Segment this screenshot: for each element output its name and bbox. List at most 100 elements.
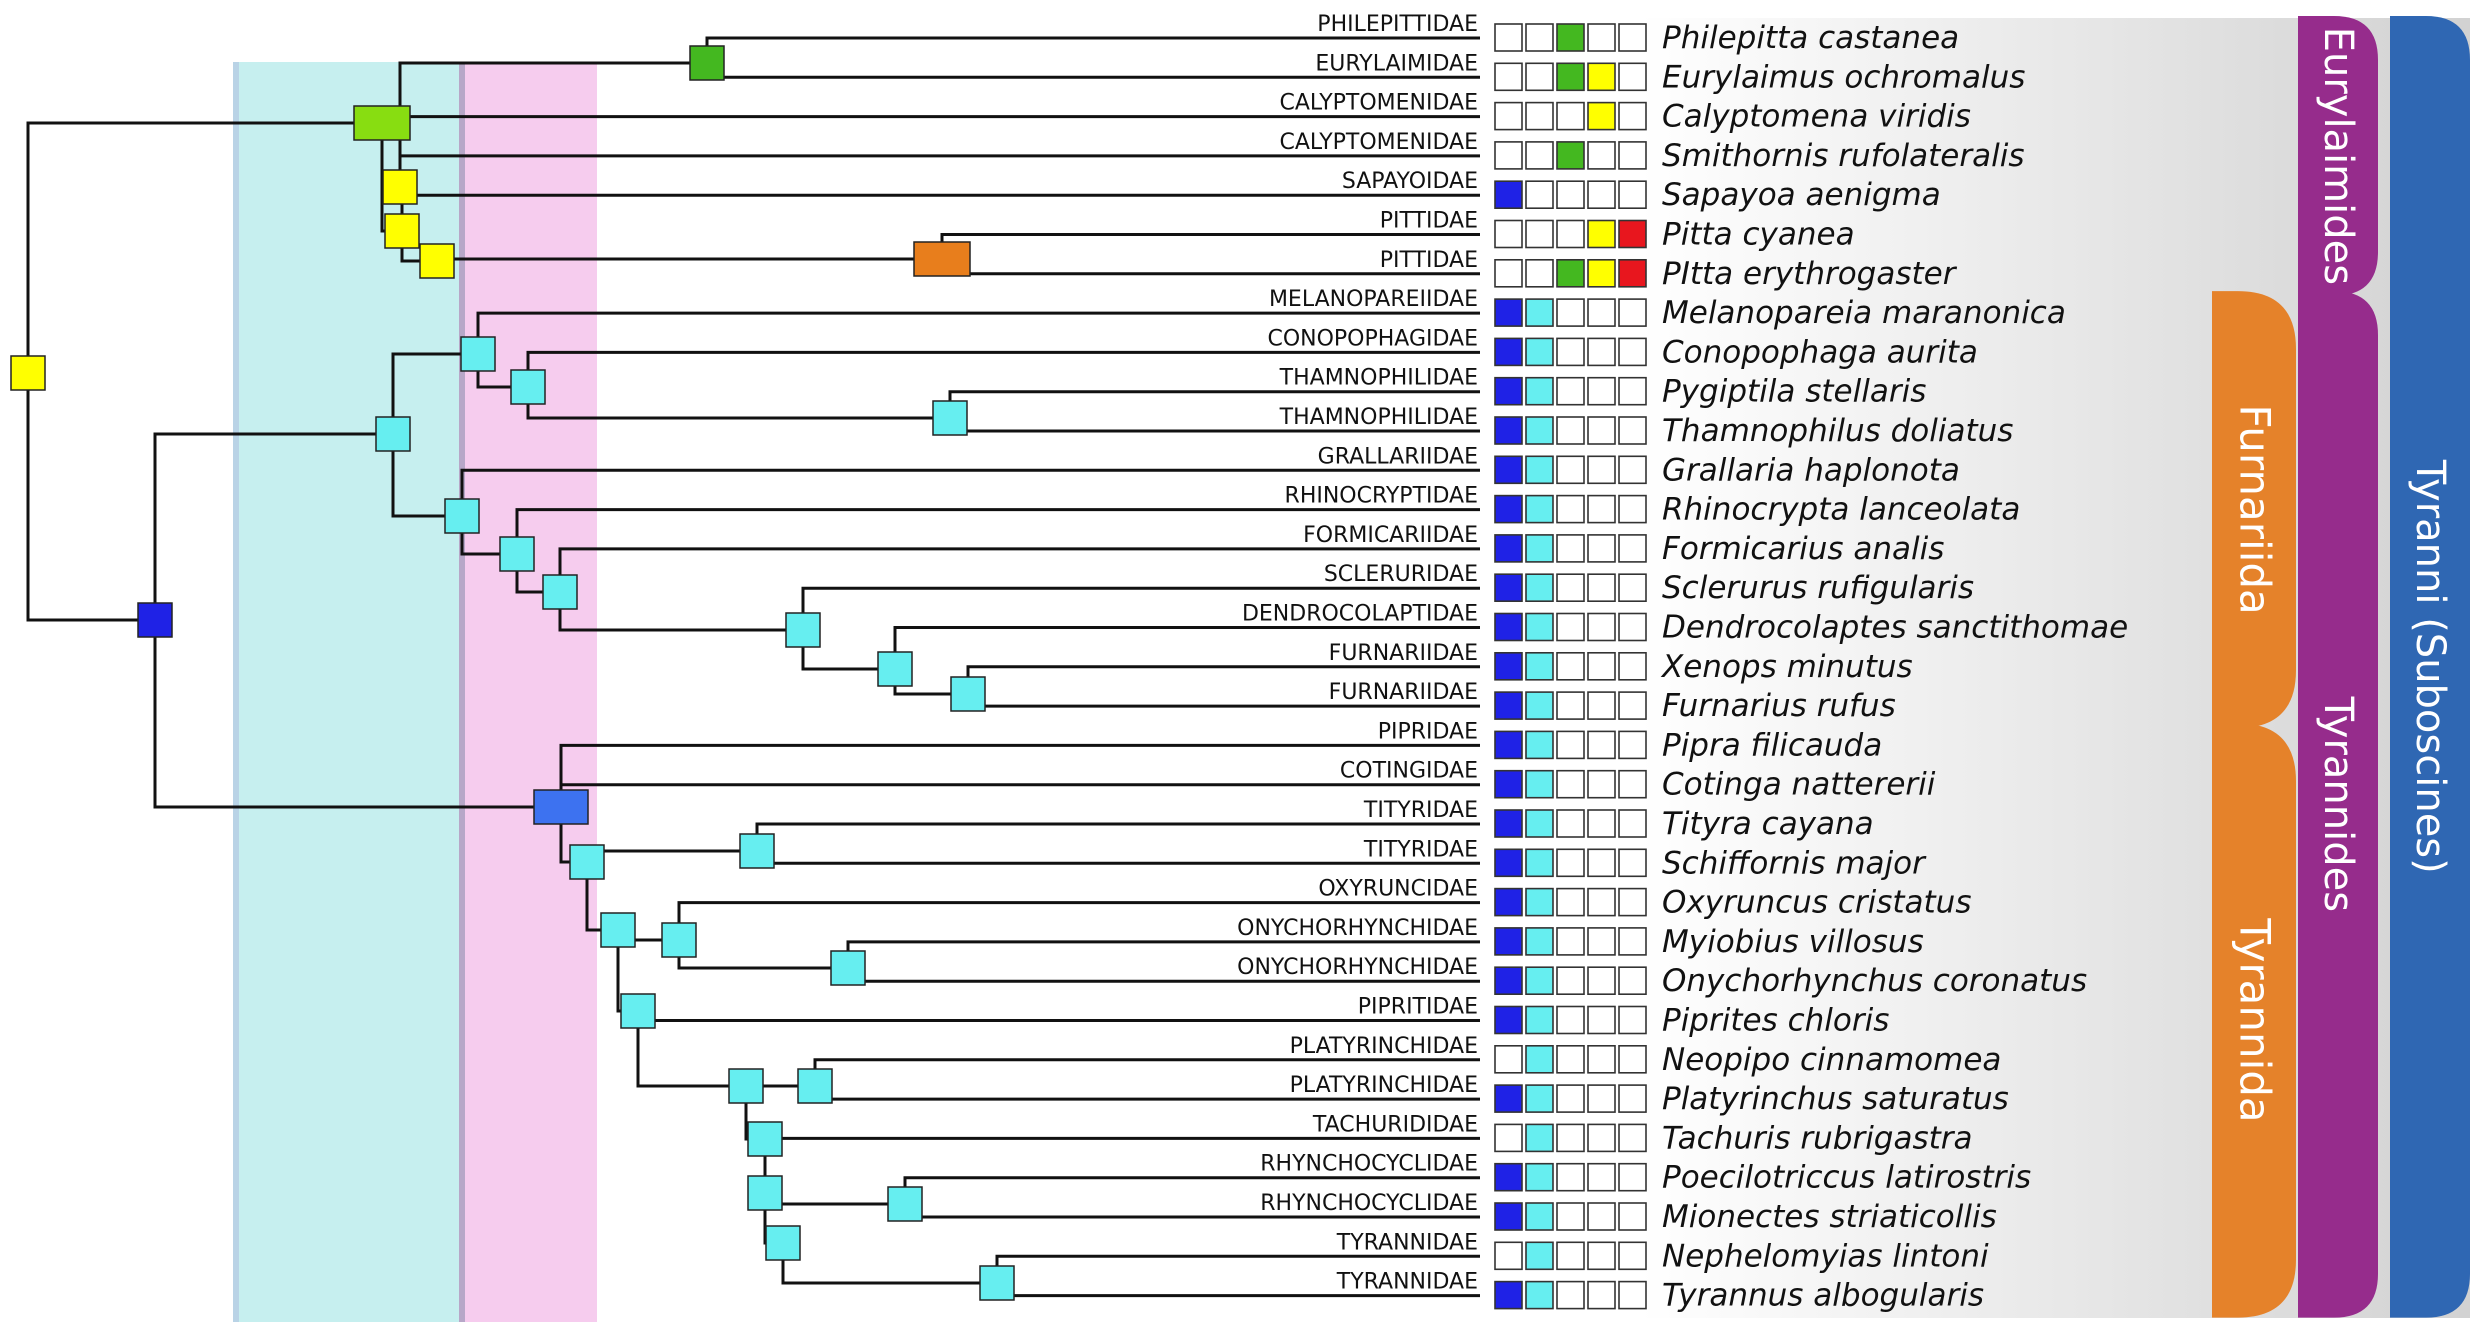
node-X-marker[interactable]	[830, 950, 866, 986]
species-label: Pipra filicauda	[1662, 727, 1882, 763]
character-state-box	[1556, 1202, 1585, 1231]
node-W-marker[interactable]	[620, 993, 656, 1029]
node-N-marker[interactable]	[499, 536, 535, 572]
node-R-marker[interactable]	[950, 676, 986, 712]
character-state-box	[1525, 101, 1554, 131]
character-state-box	[1494, 1280, 1523, 1310]
character-state-box	[1587, 258, 1616, 288]
species-label: Cotinga nattererii	[1662, 767, 1936, 803]
node-G-marker[interactable]	[913, 241, 971, 277]
clade-label: Tyrannides	[2315, 696, 2361, 913]
species-label: Philepitta castanea	[1662, 20, 1959, 56]
node-Y-marker[interactable]	[728, 1068, 764, 1104]
node-J-marker[interactable]	[460, 336, 496, 372]
family-label: PITTIDAE	[1380, 248, 1478, 273]
node-AB-marker[interactable]	[747, 1175, 783, 1211]
node-L-marker[interactable]	[510, 369, 546, 405]
node-AD-marker[interactable]	[765, 1225, 801, 1261]
node-S-marker[interactable]	[569, 844, 605, 880]
node-T-marker[interactable]	[739, 833, 775, 869]
node-Z-marker[interactable]	[797, 1068, 833, 1104]
node-A-marker[interactable]	[353, 105, 411, 141]
character-state-box	[1525, 534, 1554, 563]
character-state-box	[1618, 612, 1647, 642]
node-AE-marker[interactable]	[979, 1265, 1015, 1301]
family-label: DENDROCOLAPTIDAE	[1242, 602, 1478, 627]
character-state-box	[1556, 730, 1585, 760]
character-state-box	[1494, 337, 1523, 367]
character-state-box	[1587, 927, 1616, 956]
node-U-marker[interactable]	[600, 912, 636, 948]
node-P-marker[interactable]	[785, 612, 821, 648]
node-K-marker[interactable]	[444, 498, 480, 534]
node-Q-marker[interactable]	[877, 651, 913, 687]
clade-label: Furnariida	[2231, 404, 2280, 614]
node-E-marker[interactable]	[689, 45, 725, 81]
species-label: Myiobius villosus	[1662, 924, 1924, 960]
family-label: FURNARIIDAE	[1329, 641, 1478, 666]
character-state-box	[1494, 180, 1523, 209]
character-state-box	[1494, 416, 1523, 445]
family-label: PLATYRINCHIDAE	[1290, 1073, 1478, 1098]
character-state-box	[1618, 809, 1647, 838]
character-state-box	[1525, 1045, 1554, 1074]
node-AA-marker[interactable]	[747, 1121, 783, 1157]
character-state-box	[1587, 809, 1616, 838]
family-label: RHINOCRYPTIDAE	[1285, 484, 1478, 509]
character-state-box	[1587, 62, 1616, 92]
species-label: Tachuris rubrigastra	[1662, 1120, 1973, 1156]
character-state-box	[1494, 1084, 1523, 1113]
species-label: Pygiptila stellaris	[1662, 374, 1926, 410]
character-state-box	[1525, 62, 1554, 92]
taxon-row: PIPRIDAE Pipra filicauda	[1378, 719, 1883, 763]
family-label: PIPRIDAE	[1378, 719, 1478, 744]
node-I-marker[interactable]	[533, 789, 589, 825]
character-state-box	[1556, 337, 1585, 367]
node-M-marker[interactable]	[932, 400, 968, 436]
character-state-box	[1494, 141, 1523, 170]
character-state-box	[1525, 809, 1554, 838]
character-state-box	[1618, 848, 1647, 878]
node-C-marker[interactable]	[382, 169, 418, 205]
node-AC-marker[interactable]	[887, 1186, 923, 1222]
node-F-marker[interactable]	[419, 243, 455, 279]
character-state-box	[1618, 573, 1647, 603]
character-state-box	[1587, 1084, 1616, 1113]
node-V-marker[interactable]	[661, 922, 697, 958]
character-state-box	[1525, 494, 1554, 524]
family-label: TACHURIDIDAE	[1312, 1112, 1478, 1137]
node-B-marker[interactable]	[137, 602, 173, 638]
species-label: Schiffornis major	[1662, 845, 1927, 881]
character-state-box	[1587, 573, 1616, 603]
species-label: Piprites chloris	[1662, 1003, 1889, 1039]
node-H-marker[interactable]	[375, 416, 411, 452]
character-state-box	[1618, 141, 1647, 170]
character-state-box	[1618, 416, 1647, 445]
node-O-marker[interactable]	[542, 574, 578, 610]
character-state-box	[1494, 1005, 1523, 1035]
character-state-box	[1618, 691, 1647, 720]
character-state-box	[1618, 887, 1647, 917]
branch-to-tip	[559, 783, 1480, 807]
species-label: Calyptomena viridis	[1662, 99, 1971, 135]
character-state-box	[1556, 573, 1585, 603]
character-state-box	[1494, 534, 1523, 563]
character-state-box	[1525, 966, 1554, 996]
species-label: Neopipo cinnamomea	[1662, 1042, 2001, 1078]
time-band-pink	[459, 62, 597, 1322]
species-label: Conopophaga aurita	[1662, 334, 1978, 370]
node-D-marker[interactable]	[384, 213, 420, 249]
node-root-marker[interactable]	[10, 355, 46, 391]
